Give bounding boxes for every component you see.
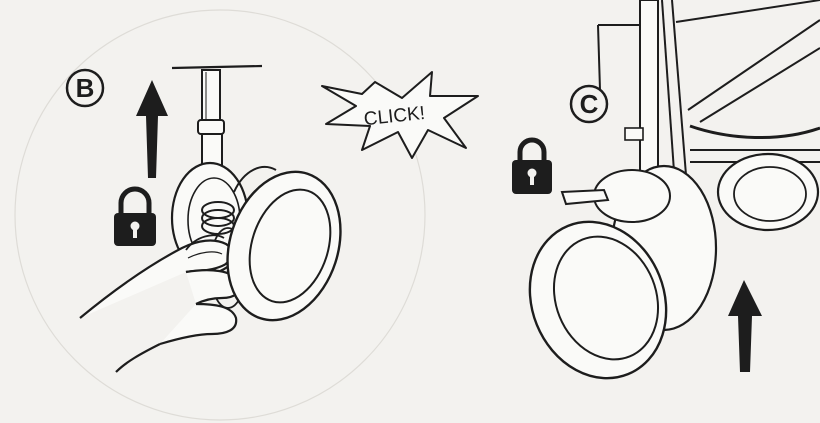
- padlock-icon: [114, 189, 156, 246]
- panel-c: C: [507, 0, 820, 399]
- padlock-icon: [512, 140, 552, 194]
- panel-b: B: [15, 10, 425, 420]
- step-label-c: C: [571, 86, 607, 122]
- step-label-b: B: [67, 70, 103, 106]
- step-letter-c: C: [580, 89, 599, 119]
- up-arrow-icon: [136, 80, 168, 178]
- frame-bar: [172, 66, 262, 68]
- up-arrow-icon: [728, 280, 762, 372]
- rear-right-wheel: [718, 154, 818, 230]
- step-letter-b: B: [76, 73, 95, 103]
- starburst-callout: CLICK!: [322, 72, 478, 158]
- hand-illustration: [80, 235, 241, 372]
